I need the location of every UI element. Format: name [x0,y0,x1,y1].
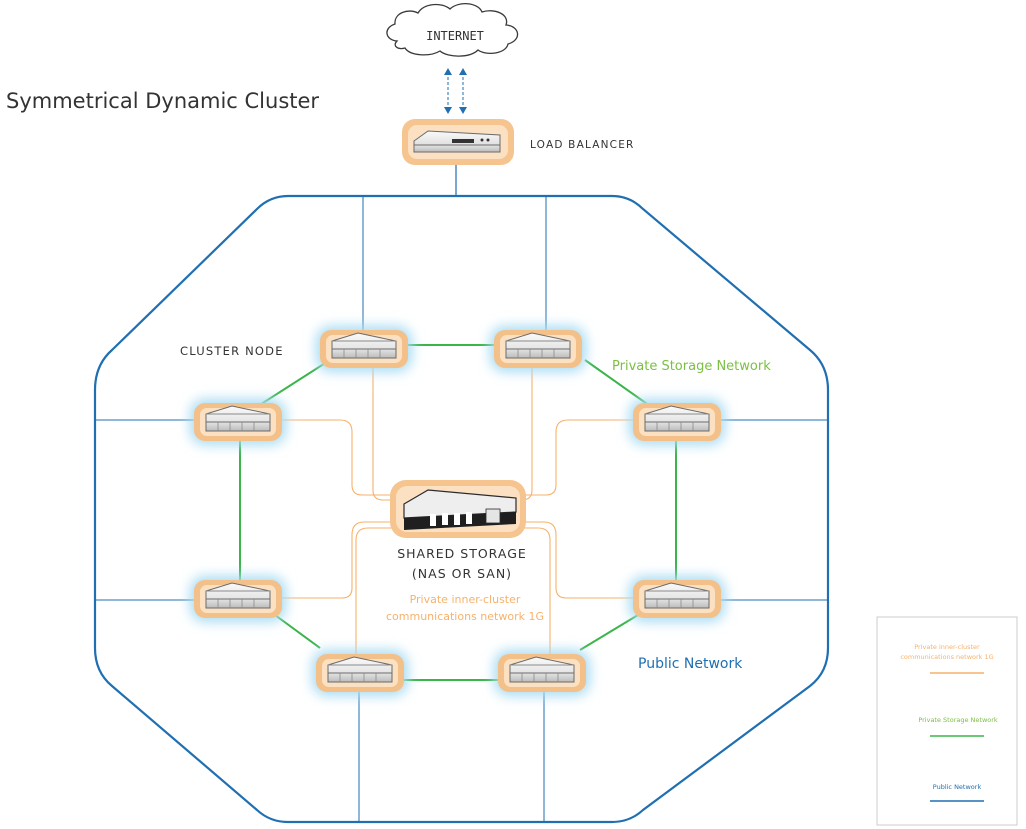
legend: Private inner-cluster communications net… [876,616,1018,826]
inner-cluster-lines [240,360,668,655]
page-title: Symmetrical Dynamic Cluster [6,89,319,113]
public-network-boundary [93,194,830,824]
cluster-node[interactable] [494,650,590,696]
legend-storage-label: Private Storage Network [918,716,998,724]
legend-public-label: Public Network [933,783,982,791]
shared-storage-sublabel: (NAS OR SAN) [412,566,512,581]
storage-array-icon [403,489,517,530]
cluster-node[interactable] [316,326,412,372]
shared-storage-label: SHARED STORAGE [397,546,527,561]
legend-inner-sublabel: communications network 1G [900,653,993,661]
bidirectional-arrow-icon [444,68,467,114]
inner-cluster-label: Private inner-cluster [410,593,521,606]
internet-label: INTERNET [426,29,484,43]
load-balancer-device[interactable] [402,119,514,165]
inner-cluster-sublabel: communications network 1G [386,610,544,623]
cluster-node[interactable] [629,399,725,445]
cluster-node[interactable] [190,576,286,622]
cluster-node[interactable] [629,576,725,622]
shared-storage-device[interactable] [390,480,526,538]
cluster-node-label: CLUSTER NODE [180,344,284,358]
private-storage-network-label: Private Storage Network [612,359,771,374]
cluster-node[interactable] [490,326,586,372]
cluster-node[interactable] [190,399,286,445]
legend-inner-label: Private inner-cluster [914,643,980,651]
load-balancer-label: LOAD BALANCER [530,139,635,151]
cloud-icon [386,3,519,57]
cluster-node[interactable] [312,650,408,696]
public-network-label: Public Network [638,656,743,672]
storage-network-lines [239,344,677,681]
